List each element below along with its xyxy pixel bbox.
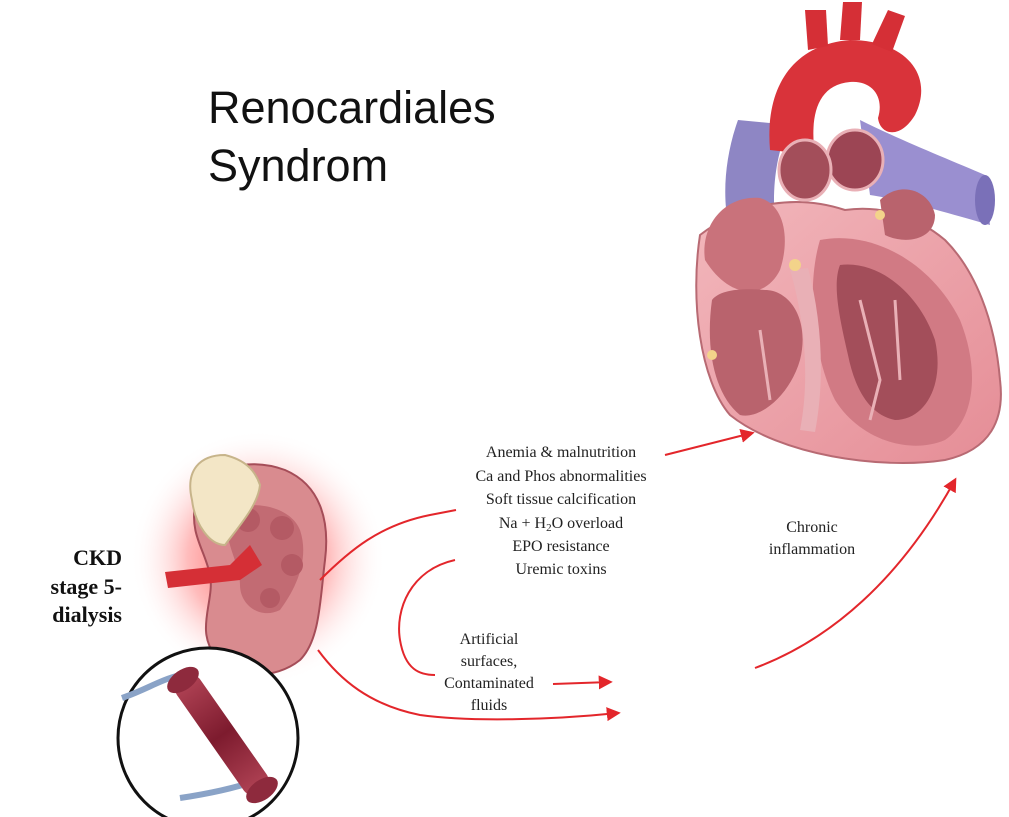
factor-anemia: Anemia & malnutrition	[449, 445, 673, 461]
aorta-branch-1	[805, 10, 828, 50]
arrow-inflammation-up	[755, 480, 955, 668]
surfaces-line-4: fluids	[424, 698, 554, 714]
factor-overload: Na + H2O overload	[449, 516, 673, 534]
kidney-pyramid	[270, 516, 294, 540]
pulmonary-valve	[827, 130, 883, 190]
coronary-fat	[875, 210, 885, 220]
coronary-fat	[707, 350, 717, 360]
inflammation-line-2: inflammation	[752, 542, 872, 558]
factor-epo: EPO resistance	[449, 539, 673, 555]
factor-uremic: Uremic toxins	[449, 562, 673, 578]
pulmonary-vein-end	[975, 175, 995, 225]
kidney-pyramid	[260, 588, 280, 608]
stage-label-line-3: dialysis	[10, 604, 122, 626]
kidney-pyramid	[281, 554, 303, 576]
dialyzer-illustration	[118, 648, 298, 817]
surfaces-line-1: Artificial	[424, 632, 554, 648]
aortic-valve	[779, 140, 831, 200]
overload-suffix: O overload	[552, 515, 624, 532]
arrow-factors-to-heart	[665, 433, 752, 455]
coronary-fat	[789, 259, 801, 271]
heart-illustration	[696, 2, 1001, 463]
page-title-line-2: Syndrom	[208, 143, 388, 188]
inflammation-line-1: Chronic	[752, 520, 872, 536]
overload-prefix: Na + H	[499, 515, 546, 532]
surfaces-line-2: surfaces,	[424, 654, 554, 670]
page-title-line-1: Renocardiales	[208, 85, 496, 130]
factor-calcification: Soft tissue calcification	[449, 492, 673, 508]
surfaces-line-3: Contaminated	[424, 676, 554, 692]
stage-label-line-2: stage 5-	[10, 576, 122, 598]
factor-ca-phos: Ca and Phos abnormalities	[449, 469, 673, 485]
arrow-surfaces-out	[553, 682, 610, 684]
aorta-branch-3	[872, 10, 905, 52]
kidney-illustration	[130, 430, 386, 686]
aorta-branch-2	[840, 2, 862, 40]
stage-label-line-1: CKD	[10, 547, 122, 569]
